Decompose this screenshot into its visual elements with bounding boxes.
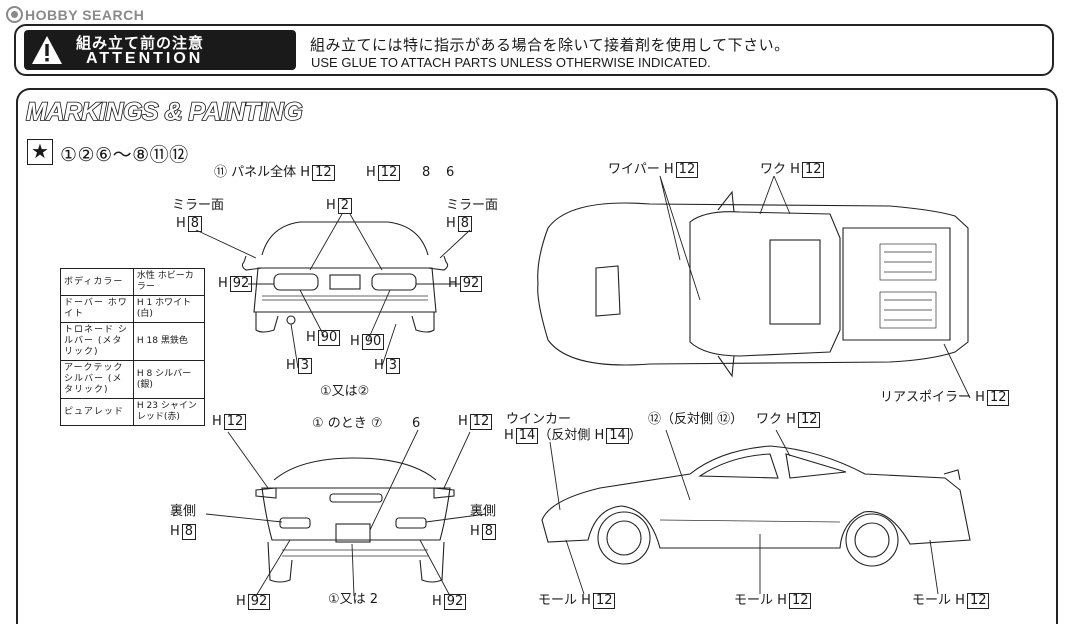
paint-code: 12: [788, 593, 812, 609]
paint-code: 12: [469, 414, 493, 430]
rear-part-6: 6: [446, 165, 455, 180]
color-name: ドーバー ホワイト: [60, 295, 134, 323]
paint-code: 12: [592, 593, 616, 609]
watermark-logo: HOBBY SEARCH: [6, 6, 144, 23]
parts-list: ①②⑥～⑧⑪⑫: [60, 144, 189, 166]
rear-mirror-left-label: ミラー面: [172, 198, 225, 213]
paint-code: 8: [481, 524, 497, 540]
attention-title-jp: 組み立て前の注意: [76, 34, 205, 52]
paint-code: 90: [361, 334, 385, 350]
rear-part-8: 8: [422, 165, 431, 180]
rear-plate-label: ①又は②: [320, 384, 370, 399]
section-title: MARKINGS & PAINTING: [25, 97, 303, 127]
paint-code: 2: [337, 198, 353, 214]
paint-code: 3: [297, 358, 313, 374]
attention-title-en: ATTENTION: [86, 50, 204, 67]
color-value: H 23 シャインレッド(赤): [132, 398, 206, 426]
paint-code: 92: [229, 276, 253, 292]
color-name: ピュアレッド: [60, 398, 134, 426]
paint-code: 8: [187, 216, 203, 232]
attention-message-jp: 組み立てには特に指示がある場合を除いて接着剤を使用して下さい。: [310, 36, 790, 54]
leader-lines: [195, 175, 971, 597]
paint-code: 3: [385, 358, 401, 374]
star-icon: ★: [27, 139, 53, 165]
paint-code: 12: [966, 593, 990, 609]
attention-message-en: USE GLUE TO ATTACH PARTS UNLESS OTHERWIS…: [311, 55, 711, 70]
paint-code: 90: [317, 330, 341, 346]
warning-triangle-icon: [32, 36, 62, 64]
rear-mirror-right-label: ミラー面: [446, 198, 499, 213]
hobby-search-logo-icon: [6, 6, 23, 23]
top-view-drawing: [537, 190, 969, 378]
markings-section-frame: [16, 88, 1058, 624]
table-row: ドーバー ホワイト H 1 ホワイト(白): [60, 295, 206, 323]
rear-view-drawing: [241, 221, 449, 333]
paint-code: 8: [181, 524, 197, 540]
color-name: ボディカラー: [60, 268, 134, 296]
attention-banner: [14, 24, 1054, 76]
attention-badge: 組み立て前の注意 ATTENTION: [24, 30, 296, 70]
paint-code: 12: [986, 390, 1010, 406]
paint-code: 8: [457, 216, 473, 232]
front-part-6: 6: [412, 416, 421, 431]
opposite-side-label: ⑫（反対側 ⑫）: [648, 412, 744, 427]
side-view-drawing: [541, 445, 971, 567]
paint-code: 92: [443, 594, 467, 610]
table-row: ピュアレッド H 23 シャインレッド(赤): [60, 398, 206, 426]
front-note: ① のとき ⑦: [312, 416, 383, 431]
table-row: アークテック シルバー (メタリック) H 8 シルバー(銀): [60, 360, 206, 399]
front-back-left-label: 裏側: [170, 504, 197, 519]
paint-code: 92: [459, 276, 483, 292]
color-name: アークテック シルバー (メタリック): [60, 360, 134, 399]
paint-code: 14: [515, 428, 539, 444]
paint-code: 92: [247, 594, 271, 610]
color-reference-table: ボディカラー 水性 ホビーカラー ドーバー ホワイト H 1 ホワイト(白) ト…: [60, 268, 206, 426]
winker-label: ウインカー: [506, 412, 572, 427]
front-plate-label: ①又は 2: [328, 592, 379, 607]
paint-code: 14: [606, 428, 629, 444]
paint-code: 12: [312, 165, 335, 181]
front-view-drawing: [255, 457, 455, 583]
paint-code: 12: [675, 162, 699, 178]
paint-code: 12: [377, 165, 401, 181]
paint-code: 12: [801, 162, 825, 178]
paint-code: 12: [797, 412, 821, 428]
paint-code: 12: [223, 414, 247, 430]
front-back-right-label: 裏側: [470, 504, 497, 519]
